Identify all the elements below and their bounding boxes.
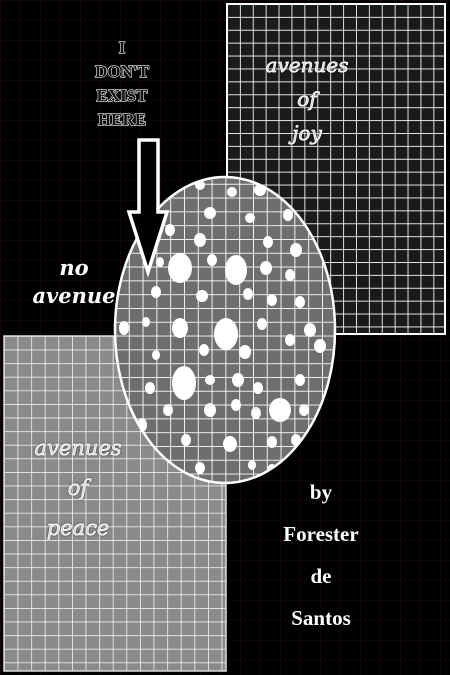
arrow-caption-line: HERE <box>97 109 147 129</box>
circle-dot <box>285 269 295 281</box>
circle-dot <box>251 407 261 419</box>
circle-dot <box>314 339 326 353</box>
circle-dot <box>156 257 164 267</box>
circle-dot <box>231 399 241 411</box>
circle-dot <box>290 243 302 257</box>
circle-dot <box>299 404 309 416</box>
circle-dot <box>204 207 216 219</box>
circle-dot <box>205 375 215 385</box>
circle-dot <box>119 321 129 335</box>
circle-dot <box>214 318 238 350</box>
circle-dot <box>151 286 161 298</box>
circle-dot <box>207 254 217 266</box>
circle-dot <box>163 404 173 416</box>
circle-dot <box>243 288 253 300</box>
circle-dot <box>199 344 209 356</box>
circle-dot <box>225 255 247 285</box>
no-avenue-line: avenue <box>32 283 116 308</box>
circle-dot <box>269 398 291 422</box>
peace-label-line: of <box>67 476 89 501</box>
circle-dot <box>285 334 295 346</box>
byline-line: Forester <box>283 522 359 546</box>
circle-dot <box>196 290 208 302</box>
circle-dot <box>245 213 255 223</box>
circle-dot <box>168 253 192 283</box>
byline-line: by <box>309 480 333 504</box>
joy-label-line: of <box>297 87 317 112</box>
arrow-caption-line: EXIST <box>96 85 148 105</box>
circle-dot <box>295 374 305 386</box>
circle-dot <box>304 323 316 337</box>
author-byline: by Forester de Santos <box>262 471 380 639</box>
circle-dot <box>263 236 273 248</box>
arrow-caption: I DON'T EXIST HERE <box>82 36 162 132</box>
joy-label-line: joy <box>292 121 322 146</box>
arrow-caption-line: I <box>118 37 126 57</box>
circle-dot <box>267 436 277 448</box>
circle-dot <box>283 209 293 221</box>
circle-dot <box>248 460 256 470</box>
circle-dot <box>172 318 188 338</box>
circle-dot <box>165 224 175 236</box>
circle-dot <box>260 261 272 275</box>
peace-label-line: avenues <box>34 436 122 461</box>
circle-dot <box>227 187 237 197</box>
no-avenue-label: no avenue <box>22 254 126 310</box>
circle-dot <box>204 403 216 417</box>
peace-label-line: peace <box>46 516 110 541</box>
circle-dot <box>195 462 205 474</box>
circle-dot <box>152 350 160 360</box>
circle-dot <box>232 373 244 387</box>
arrow-caption-line: DON'T <box>94 61 149 81</box>
avenues-of-joy-label: avenues of joy <box>252 48 362 150</box>
down-arrow-icon <box>126 138 170 278</box>
circle-dot <box>145 382 155 394</box>
avenues-of-peace-label: avenues of peace <box>28 428 128 548</box>
circle-dot <box>142 317 150 327</box>
circle-dot <box>181 434 191 446</box>
circle-dot <box>194 233 206 247</box>
joy-label-line: avenues <box>265 53 349 78</box>
circle-dot <box>253 382 263 394</box>
circle-dot <box>172 366 196 400</box>
center-circle <box>113 175 337 485</box>
no-avenue-line: no <box>59 255 89 280</box>
circle-dot <box>295 296 305 308</box>
byline-line: de <box>310 564 332 588</box>
byline-line: Santos <box>291 606 351 630</box>
circle-dot <box>223 436 237 452</box>
circle-dot <box>257 318 267 330</box>
circle-dots <box>119 180 326 483</box>
circle-dot <box>239 345 251 359</box>
circle-dot <box>267 294 277 306</box>
